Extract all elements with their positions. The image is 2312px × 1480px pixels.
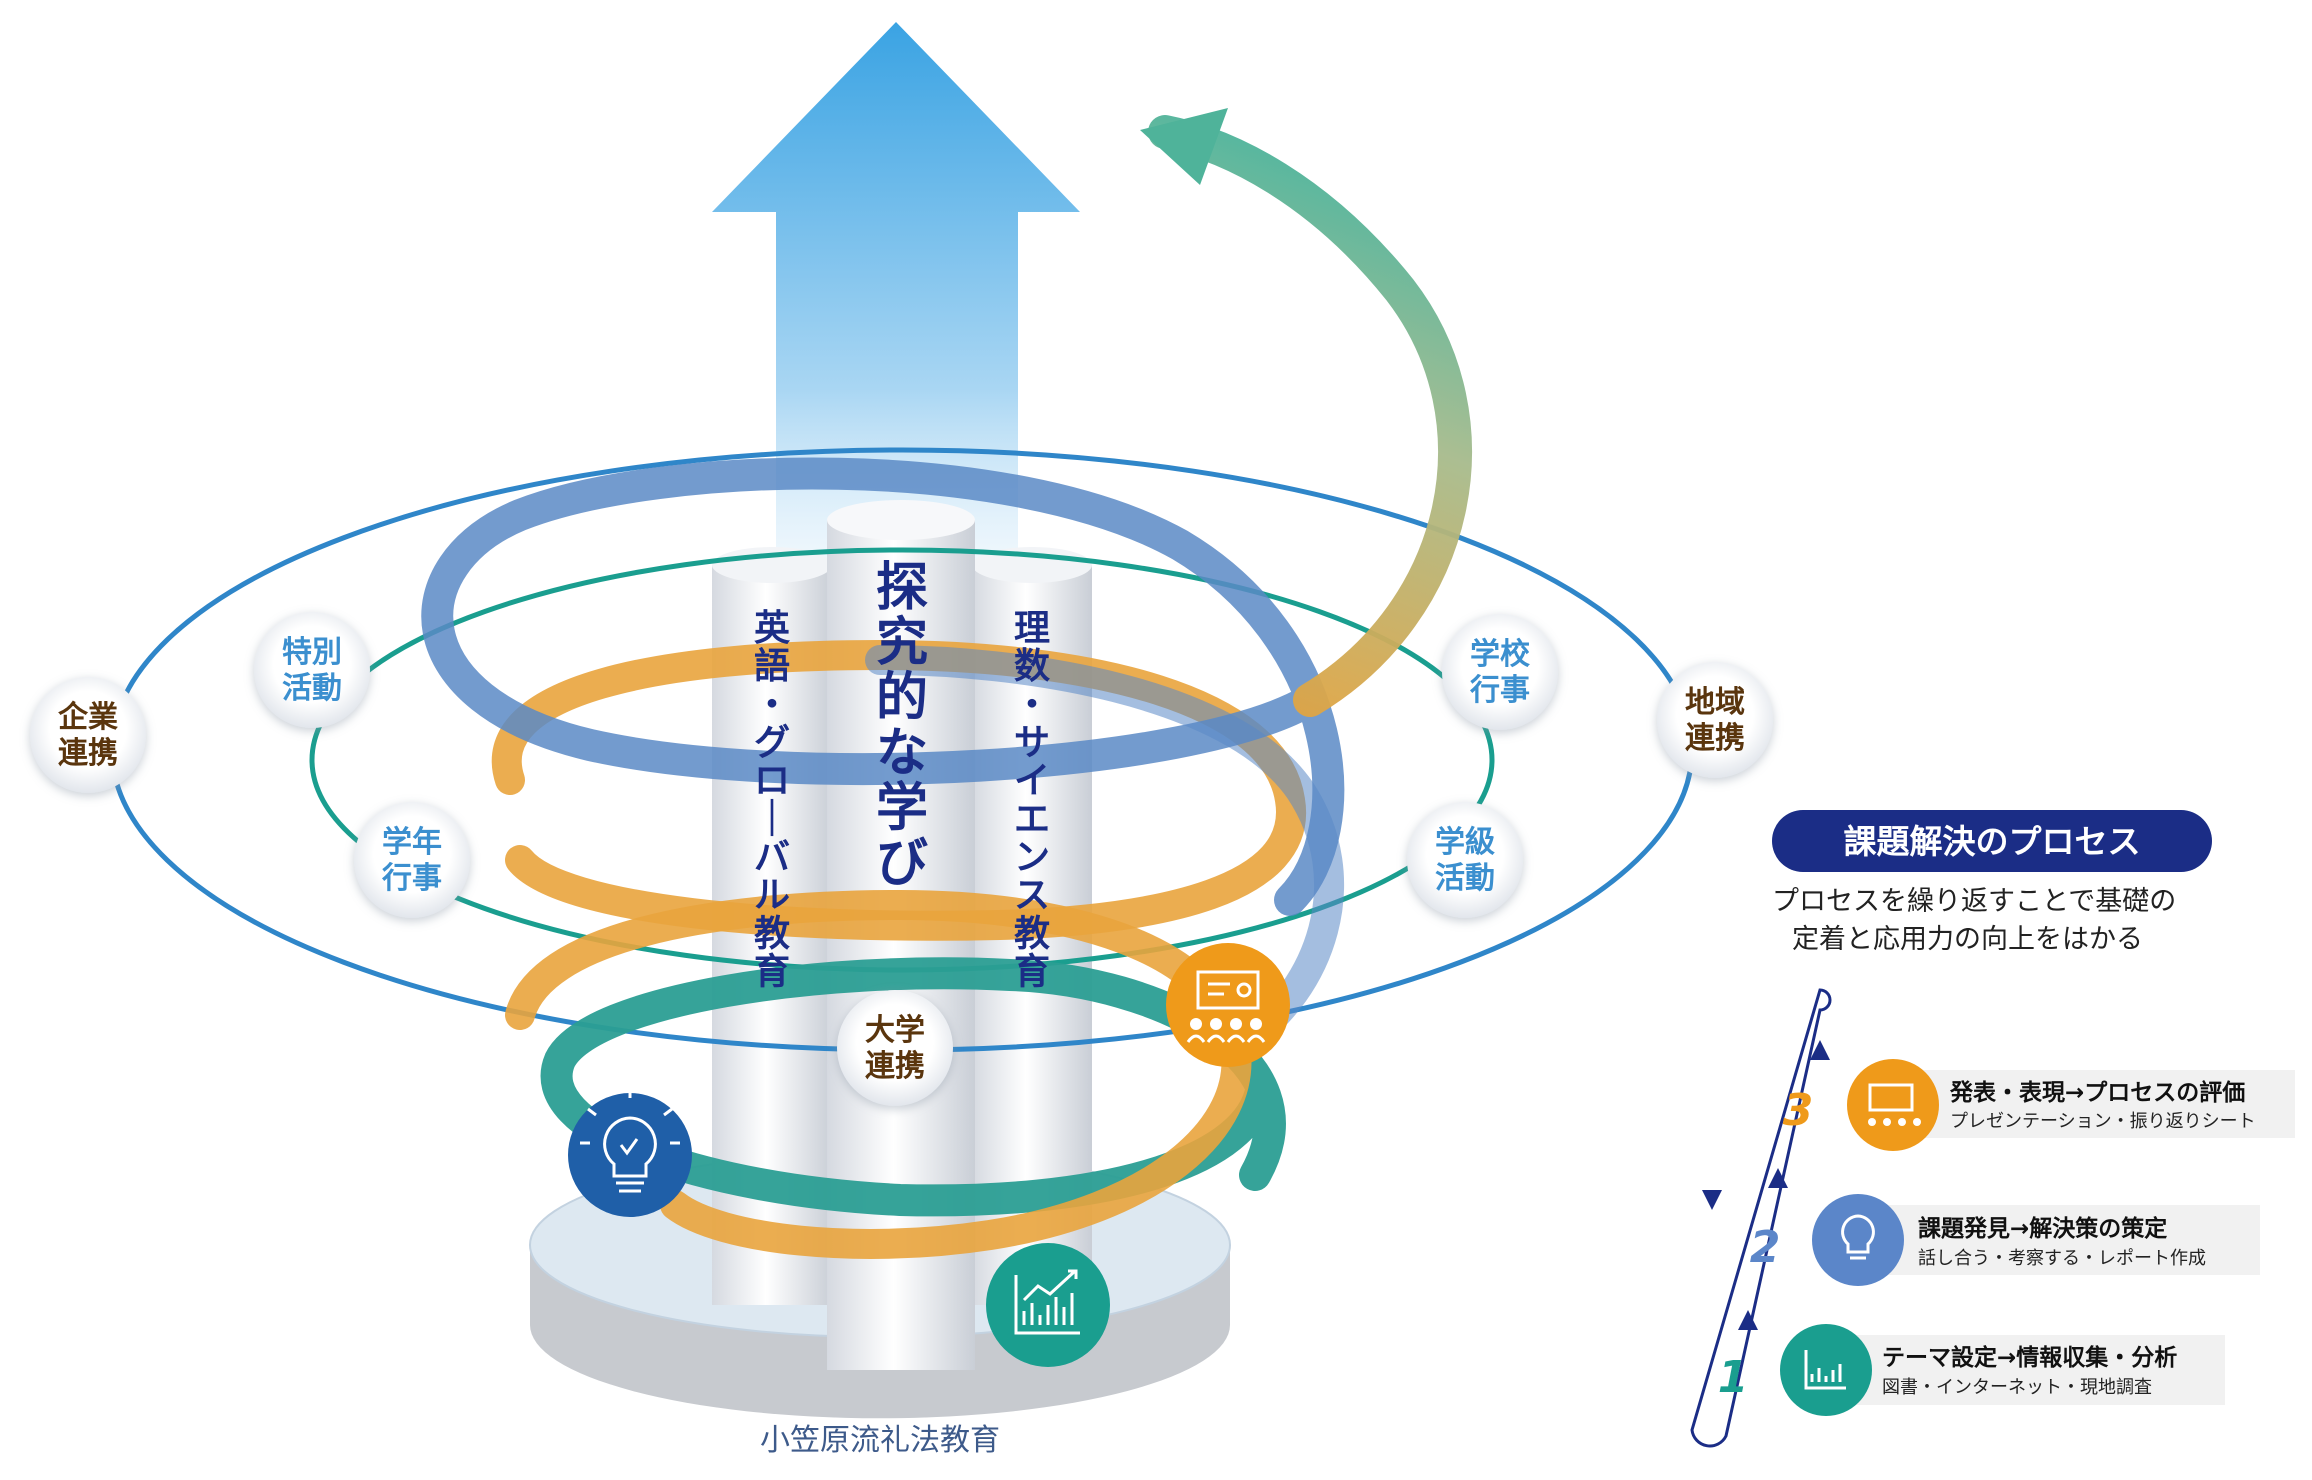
vertical-char: イ [1014,761,1050,802]
lightbulb-icon [568,1089,692,1217]
node-gakkyuu: 学級活動 [1407,802,1523,918]
process-title: 課題解決のプロセス [1844,822,2141,861]
vertical-char: 学 [876,778,928,838]
vertical-char: ン [1014,837,1050,878]
sweep-arrowhead [1140,108,1228,185]
node-label-line: 学校 [1470,637,1530,672]
svg-text:発表・表現→プロセスの評価: 発表・表現→プロセスの評価 [1949,1079,2245,1106]
svg-text:話し合う・考察する・レポート作成: 話し合う・考察する・レポート作成 [1918,1248,2206,1269]
vertical-char: グ [754,722,790,763]
node-label-line: 学年 [382,825,442,860]
svg-text:地域連携: 地域連携 [1685,685,1745,756]
left-column-text: 英語・グロ｜バル教育 [754,608,791,992]
node-label-line: 連携 [58,736,118,771]
process-description-line1: プロセスを繰り返すことで基礎の [1772,886,2176,917]
vertical-char: 語 [754,646,790,687]
vertical-char: 育 [1014,951,1050,992]
svg-text:企業連携: 企業連携 [58,700,118,771]
svg-text:課題発見→解決策の策定: 課題発見→解決策の策定 [1918,1215,2167,1242]
node-label-line: 地域 [1685,685,1745,720]
vertical-char: 探 [876,558,928,618]
vertical-char: ロ [754,761,790,802]
node-gakunen: 学年行事 [354,802,470,918]
process-step-1: 1 テーマ設定→情報収集・分析 図書・インターネット・現地調査 [1718,1324,2225,1416]
svg-text:3: 3 [1783,1085,1814,1136]
chart-icon [986,1243,1110,1367]
node-label-line: 活動 [1435,861,1495,896]
node-label-line: 企業 [58,700,118,735]
node-chiiki: 地域連携 [1657,662,1773,778]
node-daigaku: 大学連携 [837,990,953,1106]
process-title-badge [1772,810,2212,872]
node-label-line: 大学 [865,1013,925,1048]
node-label-line: 行事 [381,861,442,896]
upward-arrow [712,22,1080,690]
vertical-char: ・ [754,684,790,725]
vertical-char: 的 [876,668,928,728]
svg-text:1: 1 [1718,1352,1749,1403]
vertical-char: 育 [754,951,790,992]
svg-text:学年行事: 学年行事 [381,825,442,896]
node-label-line: 行事 [1469,673,1530,708]
vertical-char: バ [754,837,790,878]
vertical-char: な [876,723,928,783]
vertical-char: 教 [1014,913,1050,954]
svg-text:2: 2 [1750,1222,1781,1273]
process-loop [1690,988,1832,1448]
vertical-char: 教 [754,913,790,954]
main-title: 探究的な学び [876,558,928,894]
vertical-char: 数 [1014,646,1050,687]
vertical-char: ｜ [754,798,790,840]
vertical-char: び [876,834,928,894]
base-label: 小笠原流礼法教育 [760,1423,1000,1458]
vertical-char: 英 [754,608,791,649]
node-kigyou: 企業連携 [30,677,146,793]
node-tokubetsu: 特別活動 [254,612,370,728]
svg-text:図書・インターネット・現地調査: 図書・インターネット・現地調査 [1882,1377,2152,1398]
vertical-char: サ [1014,722,1050,763]
process-description-line2: 定着と応用力の向上をはかる [1792,924,2143,955]
svg-text:特別活動: 特別活動 [282,635,342,706]
presentation-icon [1166,943,1290,1067]
svg-text:学級活動: 学級活動 [1435,825,1495,896]
vertical-char: ・ [1014,684,1050,725]
node-label-line: 連携 [1685,721,1745,756]
process-step-3: 3 発表・表現→プロセスの評価 プレゼンテーション・振り返りシート [1783,1059,2295,1151]
process-step-2: 2 課題発見→解決策の策定 話し合う・考察する・レポート作成 [1750,1194,2260,1286]
node-label-line: 連携 [865,1049,925,1084]
vertical-char: ス [1014,875,1050,916]
svg-text:大学連携: 大学連携 [865,1013,925,1084]
svg-text:学校行事: 学校行事 [1469,637,1530,708]
node-label-line: 活動 [282,671,342,706]
svg-text:プレゼンテーション・振り返りシート: プレゼンテーション・振り返りシート [1950,1111,2256,1132]
svg-text:テーマ設定→情報収集・分析: テーマ設定→情報収集・分析 [1882,1344,2177,1371]
vertical-char: エ [1014,799,1050,840]
node-gakkou: 学校行事 [1442,614,1558,730]
vertical-char: 理 [1014,608,1050,649]
vertical-char: 究 [876,613,928,673]
node-label-line: 学級 [1435,825,1495,860]
node-label-line: 特別 [282,635,342,670]
vertical-char: ル [754,875,790,916]
right-column-text: 理数・サイエンス教育 [1014,608,1050,992]
